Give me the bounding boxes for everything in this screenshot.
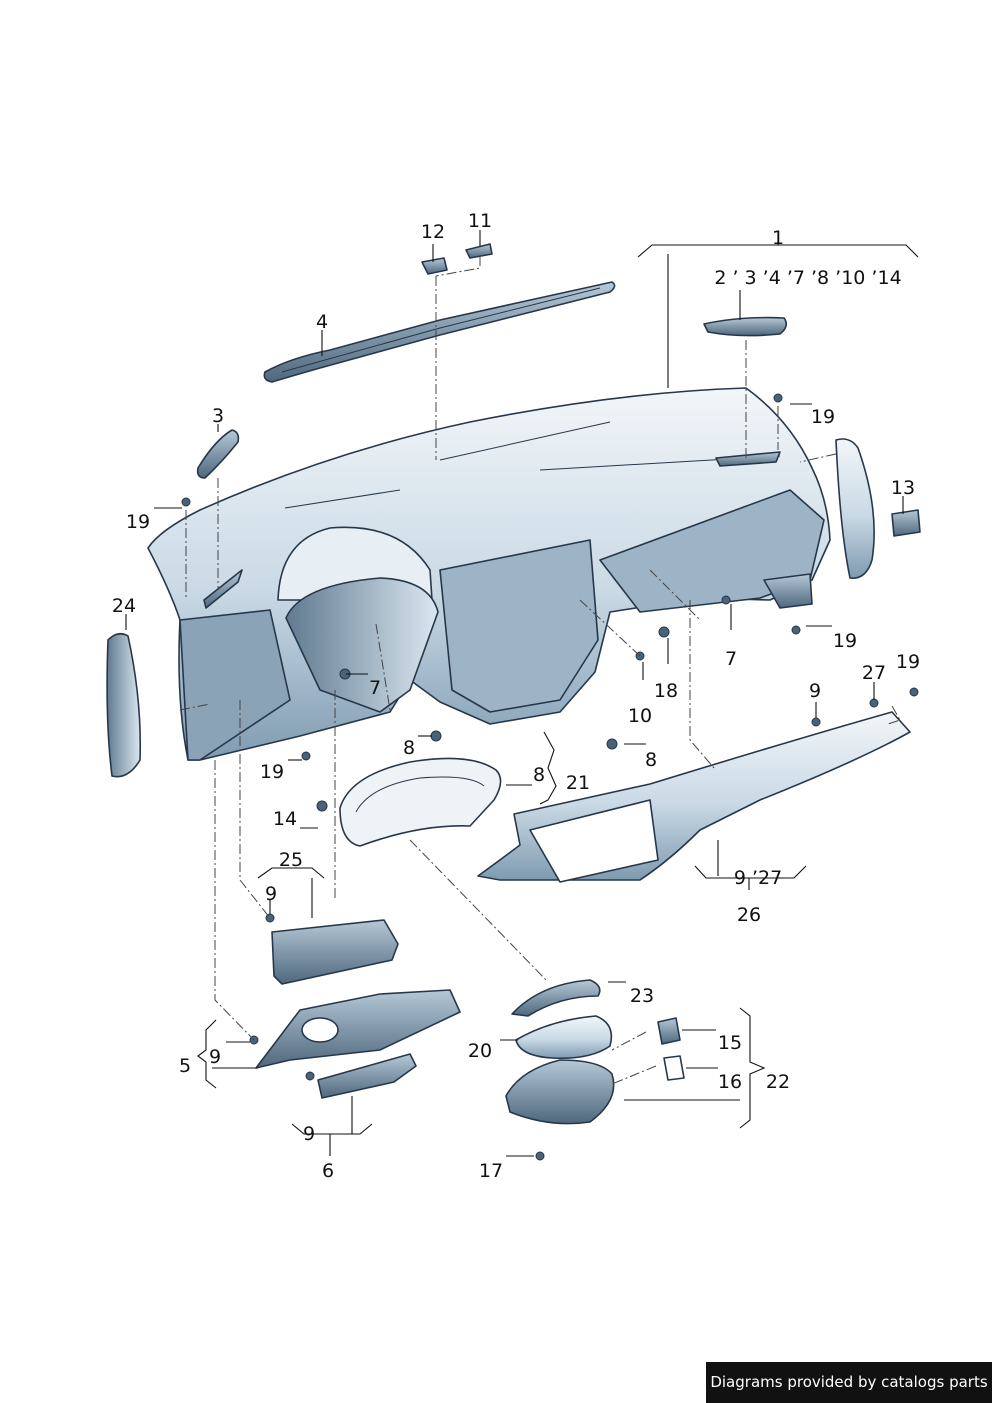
callouts: 1 2 ’ 3 ’4 ’7 ’8 ’10 ’14 12 11 4 3 19 19…	[112, 210, 920, 1182]
callout-8-center: 8	[403, 737, 415, 759]
clip-16	[663, 1055, 685, 1081]
right-air-vent	[703, 316, 788, 337]
cluster-bezel	[339, 757, 502, 847]
callout-23: 23	[630, 985, 654, 1007]
callout-6: 6	[322, 1160, 334, 1182]
callout-1: 1	[772, 227, 784, 249]
lower-left-trim	[255, 989, 461, 1069]
clip-12	[421, 257, 448, 275]
callout-5: 5	[179, 1055, 191, 1077]
callout-11: 11	[468, 210, 492, 232]
callout-7-left: 7	[369, 677, 381, 699]
callout-26: 26	[737, 904, 761, 926]
callout-17: 17	[479, 1160, 503, 1182]
callout-13: 13	[891, 477, 915, 499]
callout-15: 15	[718, 1032, 742, 1054]
column-cover-lower	[505, 1059, 615, 1125]
callout-21: 21	[566, 772, 590, 794]
callout-9-right: 9	[809, 680, 821, 702]
right-side-panel	[835, 438, 875, 579]
callout-3: 3	[212, 405, 224, 427]
callout-14: 14	[273, 808, 297, 830]
clip-15	[657, 1017, 681, 1045]
callout-8-cluster: 8	[533, 764, 545, 786]
callout-16: 16	[718, 1071, 742, 1093]
column-cover-23	[511, 979, 601, 1017]
credit-banner: Diagrams provided by catalogs parts	[706, 1362, 992, 1403]
callout-19-right: 19	[833, 630, 857, 652]
assembly-lines	[179, 256, 901, 1085]
callout-4: 4	[316, 311, 328, 333]
callout-12: 12	[421, 221, 445, 243]
callout-9-lower-left: 9	[209, 1046, 221, 1068]
callout-24: 24	[112, 595, 136, 617]
callout-25: 25	[279, 849, 303, 871]
callout-7-right: 7	[725, 648, 737, 670]
defroster-vent-strip	[263, 281, 616, 383]
leader-lines	[125, 230, 919, 1157]
callout-10: 10	[628, 705, 652, 727]
switch-13	[891, 509, 921, 537]
callout-19-top-right: 19	[811, 406, 835, 428]
callout-22: 22	[766, 1071, 790, 1093]
left-air-vent	[196, 429, 240, 479]
callout-9-knee: 9	[265, 883, 277, 905]
callout-18: 18	[654, 680, 678, 702]
left-end-cap	[106, 632, 142, 778]
callout-8-right: 8	[645, 749, 657, 771]
callout-9-27: 9 ’27	[734, 867, 782, 889]
callout-19-center: 19	[260, 761, 284, 783]
callout-9-cover: 9	[303, 1123, 315, 1145]
callout-20: 20	[468, 1040, 492, 1062]
callout-27: 27	[862, 662, 886, 684]
clip-11	[465, 243, 493, 259]
knee-panel	[271, 919, 399, 985]
column-cover-20	[515, 1015, 613, 1060]
callout-19-far-right: 19	[896, 651, 920, 673]
lower-cover	[317, 1053, 417, 1099]
right-trim-panel	[477, 711, 911, 881]
callout-1-subparts: 2 ’ 3 ’4 ’7 ’8 ’10 ’14	[714, 267, 901, 289]
callout-19-left: 19	[126, 511, 150, 533]
